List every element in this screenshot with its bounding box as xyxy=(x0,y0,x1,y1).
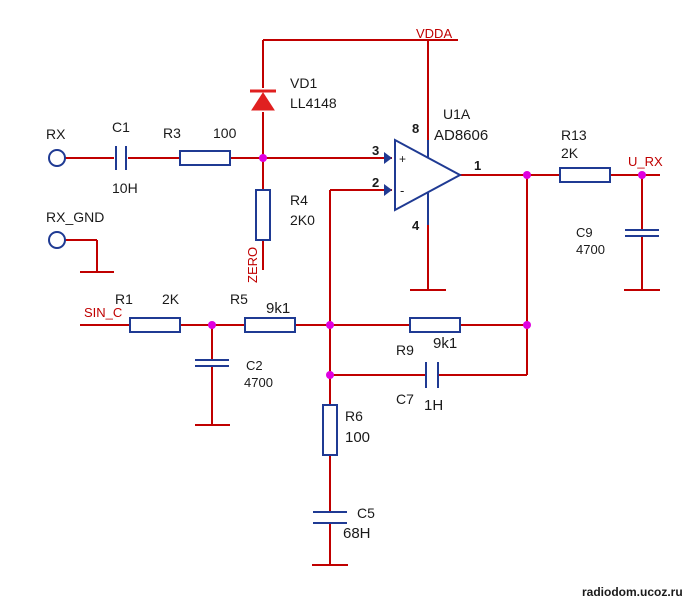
r13-value: 2K xyxy=(561,145,579,161)
opamp-minus-sign: - xyxy=(400,183,404,198)
junction-dot xyxy=(523,171,531,179)
opamp-plus-arrow xyxy=(384,152,392,164)
opamp-pin-minus-number: 2 xyxy=(372,175,379,190)
opamp-ref: U1A xyxy=(443,106,471,122)
u-rx-label: U_RX xyxy=(628,154,663,169)
c9-ref: C9 xyxy=(576,225,593,240)
c5-value: 68H xyxy=(343,525,371,542)
r9-ref: R9 xyxy=(396,342,414,358)
r6-body xyxy=(322,404,338,456)
opamp-u1a xyxy=(394,138,463,212)
vd1-value: LL4148 xyxy=(290,95,337,111)
vd1-diode-body xyxy=(251,92,275,111)
r3-ref: R3 xyxy=(163,125,181,141)
r13-ref: R13 xyxy=(561,127,587,143)
sin-c-label: SIN_C xyxy=(84,305,122,320)
c2-ref: C2 xyxy=(246,358,263,373)
r3-body xyxy=(179,150,231,166)
r5-value: 9k1 xyxy=(266,300,290,317)
c9-value: 4700 xyxy=(576,242,605,257)
junction-dot xyxy=(638,171,646,179)
r4-value: 2K0 xyxy=(290,212,315,228)
c7-value: 1H xyxy=(424,397,443,414)
r5-ref: R5 xyxy=(230,291,248,307)
junction-dot xyxy=(523,321,531,329)
zero-label: ZERO xyxy=(245,247,260,283)
opamp-pin-vdd-number: 8 xyxy=(412,121,419,136)
r1-value: 2K xyxy=(162,291,180,307)
r9-body xyxy=(409,317,461,333)
labels: VDDA RX RX_GND ZERO SIN_C U_RX U1A AD860… xyxy=(46,26,683,599)
r4-body xyxy=(255,189,271,241)
r4-ref: R4 xyxy=(290,192,308,208)
c2-value: 4700 xyxy=(244,375,273,390)
c7-ref: C7 xyxy=(396,391,414,407)
rx-gnd-label: RX_GND xyxy=(46,209,104,225)
opamp-pin-gnd-number: 4 xyxy=(412,218,420,233)
wires xyxy=(65,39,660,566)
r1-body xyxy=(129,317,181,333)
opamp-part: AD8606 xyxy=(434,127,488,144)
r9-value: 9k1 xyxy=(433,335,457,352)
junction-dot xyxy=(326,321,334,329)
c1-ref: C1 xyxy=(112,119,130,135)
r5-body xyxy=(244,317,296,333)
rx-gnd-terminal xyxy=(48,231,66,249)
r13-body xyxy=(559,167,611,183)
r1-ref: R1 xyxy=(115,291,133,307)
r6-ref: R6 xyxy=(345,408,363,424)
opamp-pin-plus-number: 3 xyxy=(372,143,379,158)
rx-label: RX xyxy=(46,126,66,142)
junction-dot xyxy=(259,154,267,162)
c5-ref: C5 xyxy=(357,505,375,521)
opamp-pin-out-number: 1 xyxy=(474,158,481,173)
junction-dot xyxy=(208,321,216,329)
c1-value: 10H xyxy=(112,180,138,196)
vdda-label: VDDA xyxy=(416,26,452,41)
opamp-plus-sign: + xyxy=(399,152,406,166)
components xyxy=(48,89,659,524)
r6-value: 100 xyxy=(345,429,370,446)
junctions xyxy=(208,154,646,379)
opamp-minus-arrow xyxy=(384,184,392,196)
r3-value: 100 xyxy=(213,125,237,141)
watermark: radiodom.ucoz.ru xyxy=(582,585,683,599)
junction-dot xyxy=(326,371,334,379)
vd1-ref: VD1 xyxy=(290,75,317,91)
rx-terminal xyxy=(48,149,66,167)
